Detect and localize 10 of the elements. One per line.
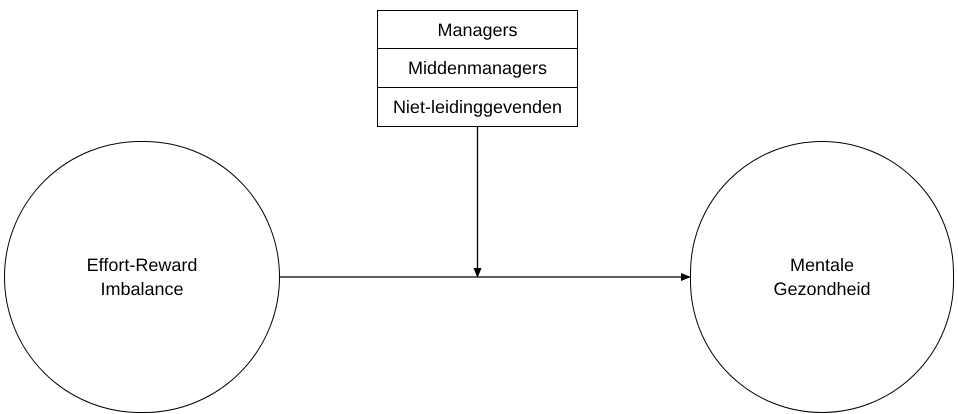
node-label: Effort-Reward Imbalance [86,254,198,301]
group-box [377,10,578,49]
node-label: Mentale Gezondheid [772,254,872,301]
node-label: Niet-leidinggevenden [392,96,562,119]
node-label: Middenmanagers [408,57,548,80]
arrow [474,127,482,278]
arrow [280,273,691,281]
node-label: Managers [437,18,518,42]
group-box [377,87,578,127]
group-box [377,48,578,88]
